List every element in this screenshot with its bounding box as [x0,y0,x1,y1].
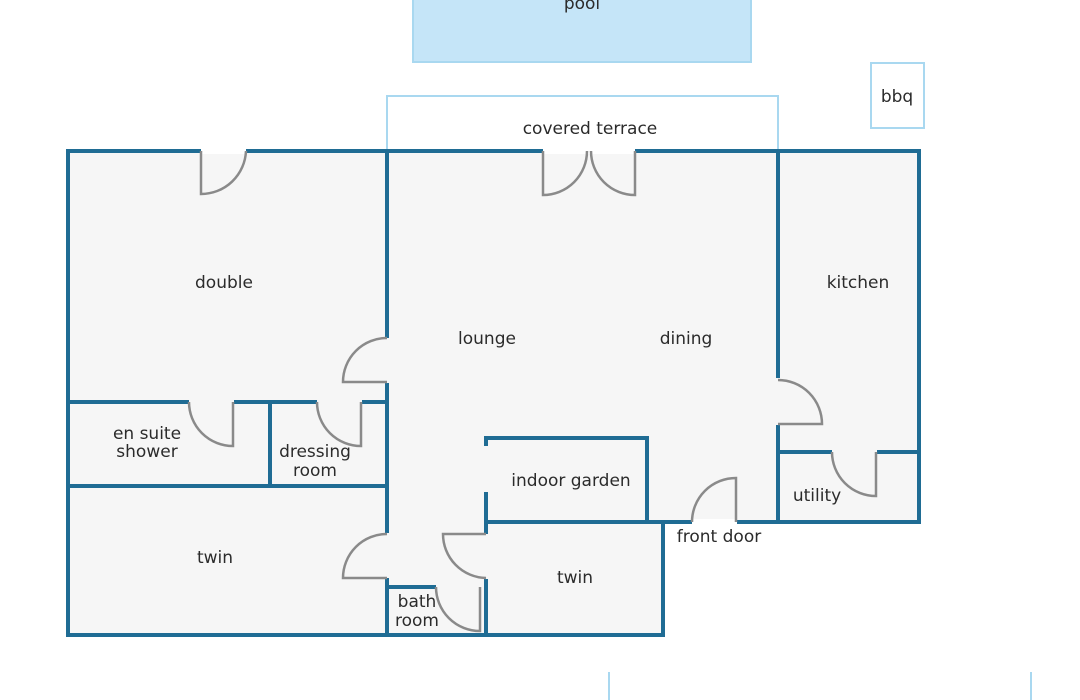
room-label-twin-left: twin [197,548,233,568]
room-label-bath-room: room [395,611,439,631]
door-icon [830,451,878,498]
room-label-dressing: dressing [279,442,351,462]
room-label-twin-right: twin [557,568,593,588]
covered-terrace-outline [386,95,779,151]
bbq-label: bbq [881,87,913,107]
room-label-en-suite: en suite [113,424,181,444]
door-icon [187,401,235,448]
room-label-lounge: lounge [458,329,516,349]
pool-label: pool [564,0,600,14]
door-icon [441,532,487,580]
bbq-area [870,62,925,129]
door-icon [690,476,738,523]
door-icon [434,586,482,633]
room-label-indoor-garden: indoor garden [511,471,630,491]
room-label-double: double [195,273,253,293]
door-icon [777,378,824,426]
door-icon [341,336,388,384]
pool [412,0,752,63]
covered-terrace-label: covered terrace [523,119,658,139]
door-icon [199,150,248,196]
outdoor-structure-outline [608,672,1032,700]
room-label-utility: utility [793,486,841,506]
door-swings [187,150,878,633]
room-label-dining: dining [660,329,713,349]
door-icon [541,150,589,197]
room-label-dressing-room: room [293,461,337,481]
room-labels: double lounge dining kitchen en suite sh… [113,273,889,631]
front-door-label: front door [677,527,761,547]
door-icon [589,150,637,197]
floor-area [68,151,919,635]
door-icon [315,401,363,448]
room-label-en-suite-shower: shower [116,442,177,462]
door-icon [341,532,388,580]
room-label-kitchen: kitchen [827,273,890,293]
room-label-bath: bath [398,592,437,612]
